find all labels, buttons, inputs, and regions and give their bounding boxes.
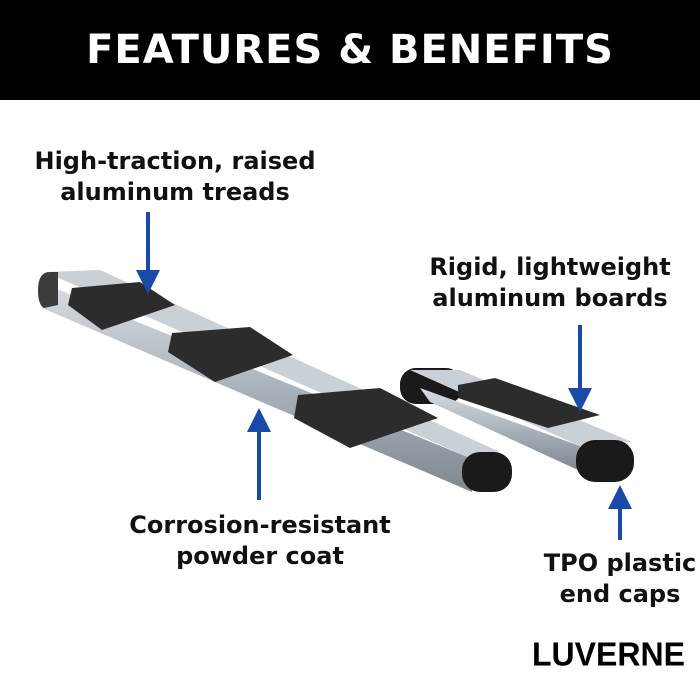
tread-1 [68,282,175,330]
callout-coat-line1: Corrosion-resistant [129,511,391,539]
callout-boards: Rigid, lightweight aluminum boards [420,252,680,314]
end-cap-short-right [576,440,634,482]
callout-boards-line1: Rigid, lightweight [429,253,671,281]
callout-arrows [136,212,632,540]
callout-caps-line1: TPO plastic [543,549,697,577]
tread-3 [294,388,438,448]
end-cap-long [462,452,512,492]
short-running-board [400,368,634,482]
page-title: FEATURES & BENEFITS [86,27,614,73]
callout-coat-line2: powder coat [176,542,344,570]
callout-caps-line2: end caps [559,580,681,608]
callout-boards-line2: aluminum boards [432,284,668,312]
callout-coat: Corrosion-resistant powder coat [120,510,400,572]
header-banner: FEATURES & BENEFITS [0,0,700,100]
callout-caps: TPO plastic end caps [510,548,700,610]
tread-2 [168,327,293,382]
callout-treads-line2: aluminum treads [60,178,290,206]
brand-logo: LUVERNE [532,635,685,673]
callout-treads: High-traction, raised aluminum treads [20,146,330,208]
callout-treads-line1: High-traction, raised [34,147,316,175]
long-running-board [38,270,512,492]
tread-4 [458,378,600,428]
